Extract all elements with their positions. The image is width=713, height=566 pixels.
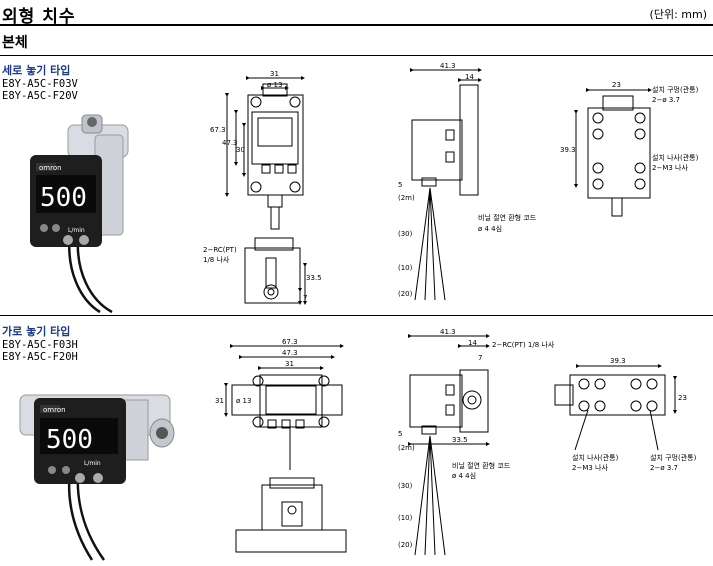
dim-h-39: 39.3 xyxy=(610,357,626,365)
horizontal-model-2: E8Y-A5C-F20H xyxy=(2,351,78,363)
label-h-hole2: 2−ø 3.7 xyxy=(650,464,678,472)
label-h-hole: 설치 구멍(관통) xyxy=(650,453,697,462)
dim-h-41: 41.3 xyxy=(440,328,456,336)
dim-v-14: 14 xyxy=(465,73,474,81)
label-v-hole2: 2−ø 3.7 xyxy=(652,96,680,104)
page-title: 외형 치수 xyxy=(2,7,76,27)
dim-h-30: (30) xyxy=(398,482,413,490)
dim-v-31: 31 xyxy=(270,70,279,78)
label-v-screw2: 2−M3 나사 xyxy=(652,163,688,172)
label-v-cord: 비닐 절연 환형 코드 xyxy=(478,213,537,222)
vertical-device-photo: omron 500 L/min xyxy=(30,114,129,314)
vertical-model-1: E8Y-A5C-F03V xyxy=(2,78,78,90)
dim-v-23: 23 xyxy=(612,81,621,89)
dim-h-14: 14 xyxy=(468,339,477,347)
dim-v-67: 67.3 xyxy=(210,126,226,134)
label-v-rc: 2−RC(PT) xyxy=(203,246,237,254)
horizontal-type-block: 가로 놓기 타입 E8Y-A5C-F03H E8Y-A5C-F20H xyxy=(2,323,78,363)
dim-h-23: 23 xyxy=(678,394,687,402)
dim-v-41: 41.3 xyxy=(440,62,456,70)
vertical-front-view xyxy=(225,76,305,230)
horizontal-device-photo: omron 500 L/min xyxy=(19,394,175,561)
horizontal-model-1: E8Y-A5C-F03H xyxy=(2,339,78,351)
brand-logo-v: omron xyxy=(39,164,62,172)
horizontal-side-view xyxy=(408,334,490,556)
horizontal-bottom-view xyxy=(235,477,347,553)
dim-v-10: (10) xyxy=(398,264,413,272)
dim-h-47: 47.3 xyxy=(282,349,298,357)
dim-v-5: 5 xyxy=(398,181,402,189)
label-h-cord: 비닐 절연 환형 코드 xyxy=(452,461,511,470)
dim-v-47: 47.3 xyxy=(222,139,238,147)
dim-h-31b: 31 xyxy=(215,397,224,405)
label-h-screw: 설치 나사(관통) xyxy=(572,453,619,462)
dim-v-30b: (30) xyxy=(398,230,413,238)
dim-v-39: 39.3 xyxy=(560,146,576,154)
horizontal-heading: 가로 놓기 타입 xyxy=(2,325,71,338)
dim-h-5: 5 xyxy=(398,430,402,438)
label-h-cord2: ø 4 4심 xyxy=(452,471,476,480)
vertical-type-block: 세로 놓기 타입 E8Y-A5C-F03V E8Y-A5C-F20V xyxy=(2,62,78,102)
dim-h-33: 33.5 xyxy=(452,436,468,444)
vertical-bottom-view xyxy=(244,237,307,305)
label-v-screw: 설치 나사(관통) xyxy=(652,153,699,162)
label-h-rc: 2−RC(PT) 1/8 나사 xyxy=(492,340,555,349)
label-h-screw2: 2−M3 나사 xyxy=(572,463,608,472)
dim-v-7: 7 xyxy=(303,294,307,302)
section-title: 본체 xyxy=(2,35,28,51)
dim-v-2m: (2m) xyxy=(398,194,415,202)
dim-h-7: 7 xyxy=(478,354,482,362)
dim-v-33: 33.5 xyxy=(306,274,322,282)
dim-h-10: (10) xyxy=(398,514,413,522)
unit-note: (단위: mm) xyxy=(649,8,707,21)
vertical-rear-view xyxy=(574,88,652,217)
vertical-heading: 세로 놓기 타입 xyxy=(2,64,71,77)
horizontal-rear-view xyxy=(554,364,677,451)
dim-v-20: (20) xyxy=(398,290,413,298)
dim-v-30: 30 xyxy=(236,146,245,154)
dim-h-13: ø 13 xyxy=(236,397,251,405)
dim-v-13: ø 13 xyxy=(267,81,282,89)
label-v-cord2: ø 4 4심 xyxy=(478,224,502,233)
label-v-hole: 설치 구멍(관통) xyxy=(652,85,699,94)
section-rule xyxy=(0,55,713,56)
label-v-rc2: 1/8 나사 xyxy=(203,255,230,264)
dim-h-31: 31 xyxy=(285,360,294,368)
dim-h-20: (20) xyxy=(398,541,413,549)
unit-label-v: L/min xyxy=(68,227,85,234)
vertical-side-view xyxy=(410,68,482,301)
dim-h-2m: (2m) xyxy=(398,444,415,452)
vertical-model-2: E8Y-A5C-F20V xyxy=(2,90,78,102)
title-rule xyxy=(0,24,713,26)
divider-rule xyxy=(0,315,713,316)
display-value-v: 500 xyxy=(40,183,87,213)
unit-label-h: L/min xyxy=(84,460,101,467)
horizontal-front-view xyxy=(224,344,344,470)
dim-h-67: 67.3 xyxy=(282,338,298,346)
display-value-h: 500 xyxy=(46,425,93,455)
brand-logo-h: omron xyxy=(43,406,66,414)
